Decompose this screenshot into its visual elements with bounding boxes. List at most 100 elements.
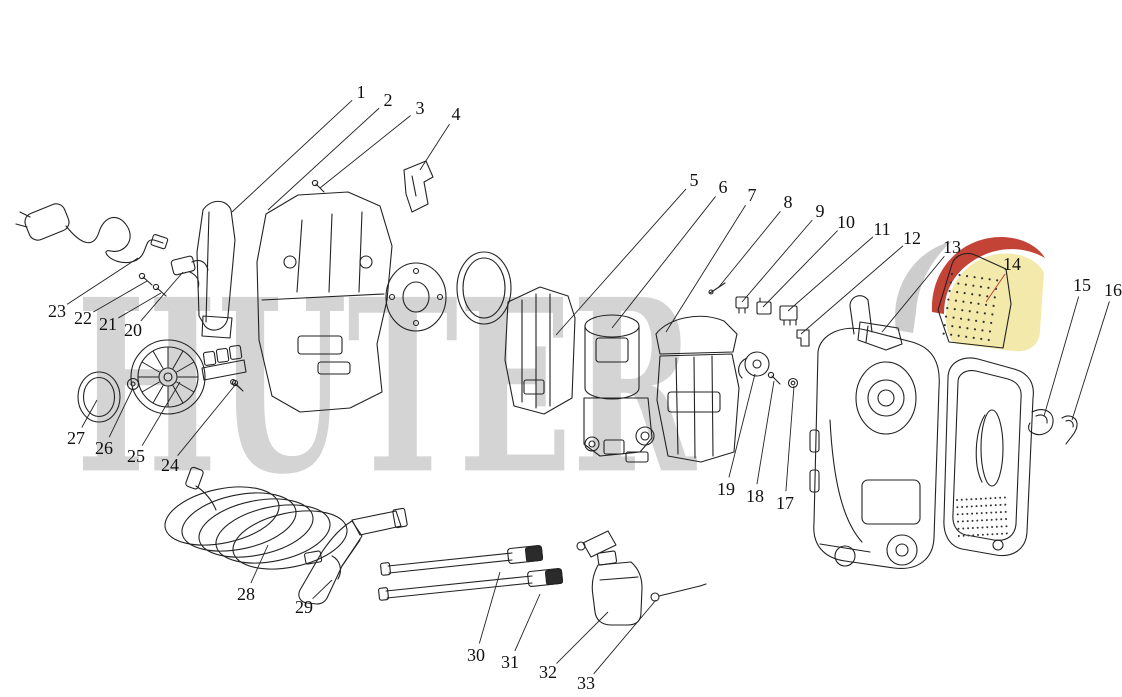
callout-label-19: 19 (717, 479, 735, 499)
leader-line-30 (478, 571, 501, 644)
leader-line-21 (118, 292, 162, 319)
leader-line-20 (140, 271, 184, 322)
part-rear-housing (809, 295, 940, 570)
callout-label-11: 11 (873, 219, 890, 239)
leader-line-14 (985, 273, 1006, 303)
part-hook-a (1028, 409, 1054, 436)
callout-label-2: 2 (384, 90, 393, 110)
leader-line-2 (267, 107, 380, 211)
leader-line-7 (665, 204, 747, 333)
part-hook-b (1061, 415, 1078, 445)
part-housing-middle (504, 286, 576, 415)
callout-label-9: 9 (816, 201, 825, 221)
ventFront-dots (956, 496, 1008, 537)
part-hose (164, 466, 348, 570)
part-lance-short (380, 545, 544, 576)
leader-line-8 (717, 211, 781, 289)
leader-line-5 (555, 188, 687, 336)
callout-label-29: 29 (295, 597, 313, 617)
callout-label-31: 31 (501, 652, 519, 672)
callout-label-25: 25 (127, 446, 145, 466)
callout-label-23: 23 (48, 301, 66, 321)
leader-line-11 (787, 236, 874, 312)
callout-label-20: 20 (124, 320, 142, 340)
callout-label-10: 10 (837, 212, 855, 232)
leader-line-16 (1071, 301, 1110, 421)
part-motor-pump (583, 314, 655, 463)
callout-label-18: 18 (746, 486, 764, 506)
leader-line-22 (93, 280, 148, 313)
logo-yellow-field (946, 253, 1044, 352)
callout-label-26: 26 (95, 438, 113, 458)
part-brush-block (201, 344, 247, 390)
callout-label-17: 17 (776, 493, 794, 513)
part-cleaning-pin (650, 583, 707, 602)
leader-line-4 (419, 123, 450, 171)
callout-label-28: 28 (237, 584, 255, 604)
callout-label-21: 21 (99, 314, 117, 334)
part-front-panel (943, 357, 1034, 557)
part-top-bracket (857, 321, 903, 351)
leader-line-9 (741, 219, 813, 303)
part-vent-panel (937, 252, 1012, 349)
leader-line-13 (881, 255, 945, 333)
leader-line-28 (250, 544, 269, 584)
callout-label-13: 13 (943, 237, 961, 257)
part-fasteners-left (138, 255, 209, 297)
leader-line-17 (785, 385, 795, 492)
part-gasket-ring (456, 251, 512, 325)
leader-line-33 (593, 599, 657, 675)
part-impeller (130, 339, 206, 415)
callout-label-1: 1 (357, 82, 366, 102)
part-spray-gun (298, 507, 408, 605)
callout-label-32: 32 (539, 662, 557, 682)
leader-line-32 (556, 611, 609, 664)
leader-line-26 (108, 387, 134, 438)
impeller-spokes (137, 346, 199, 408)
logo-red-crescent (931, 236, 1045, 314)
leader-line-18 (756, 380, 775, 485)
callout-label-12: 12 (903, 228, 921, 248)
callout-label-33: 33 (577, 673, 595, 693)
callout-label-15: 15 (1073, 275, 1091, 295)
part-switch-lever (738, 351, 799, 389)
part-small-electrics (708, 282, 810, 347)
part-housing-left (231, 179, 393, 413)
callout-label-7: 7 (748, 185, 757, 205)
callout-label-22: 22 (74, 308, 92, 328)
leader-line-1 (231, 99, 353, 213)
callout-label-24: 24 (161, 455, 179, 475)
leader-line-12 (800, 245, 904, 335)
leader-line-15 (1043, 296, 1080, 417)
part-seal-ring (77, 371, 121, 423)
leader-line-10 (762, 230, 838, 308)
part-housing-mid-right (655, 315, 740, 463)
callout-label-8: 8 (784, 192, 793, 212)
part-bracket (403, 160, 434, 213)
leader-line-23 (66, 257, 139, 305)
callout-label-6: 6 (719, 177, 728, 197)
callout-label-4: 4 (452, 104, 461, 124)
logo-gray-swoosh (895, 241, 952, 333)
leader-line-29 (312, 579, 333, 599)
part-fan-cover (385, 262, 447, 332)
callout-label-5: 5 (690, 170, 699, 190)
part-handle-bracket (196, 200, 236, 339)
part-foam-bottle (576, 530, 643, 626)
part-lance-long (378, 568, 564, 601)
watermark-text: HUTER (76, 247, 698, 527)
callout-label-27: 27 (67, 428, 85, 448)
leader-line-24 (177, 383, 237, 456)
callout-label-16: 16 (1104, 280, 1122, 300)
callout-label-3: 3 (416, 98, 425, 118)
leader-line-19 (728, 373, 756, 478)
watermark-layer: HUTER (76, 247, 698, 527)
parts-artwork (15, 160, 1078, 626)
leader-line-27 (81, 399, 98, 428)
leader-line-6 (611, 196, 716, 329)
vent14-dots (942, 272, 999, 342)
leader-line-25 (141, 381, 181, 446)
